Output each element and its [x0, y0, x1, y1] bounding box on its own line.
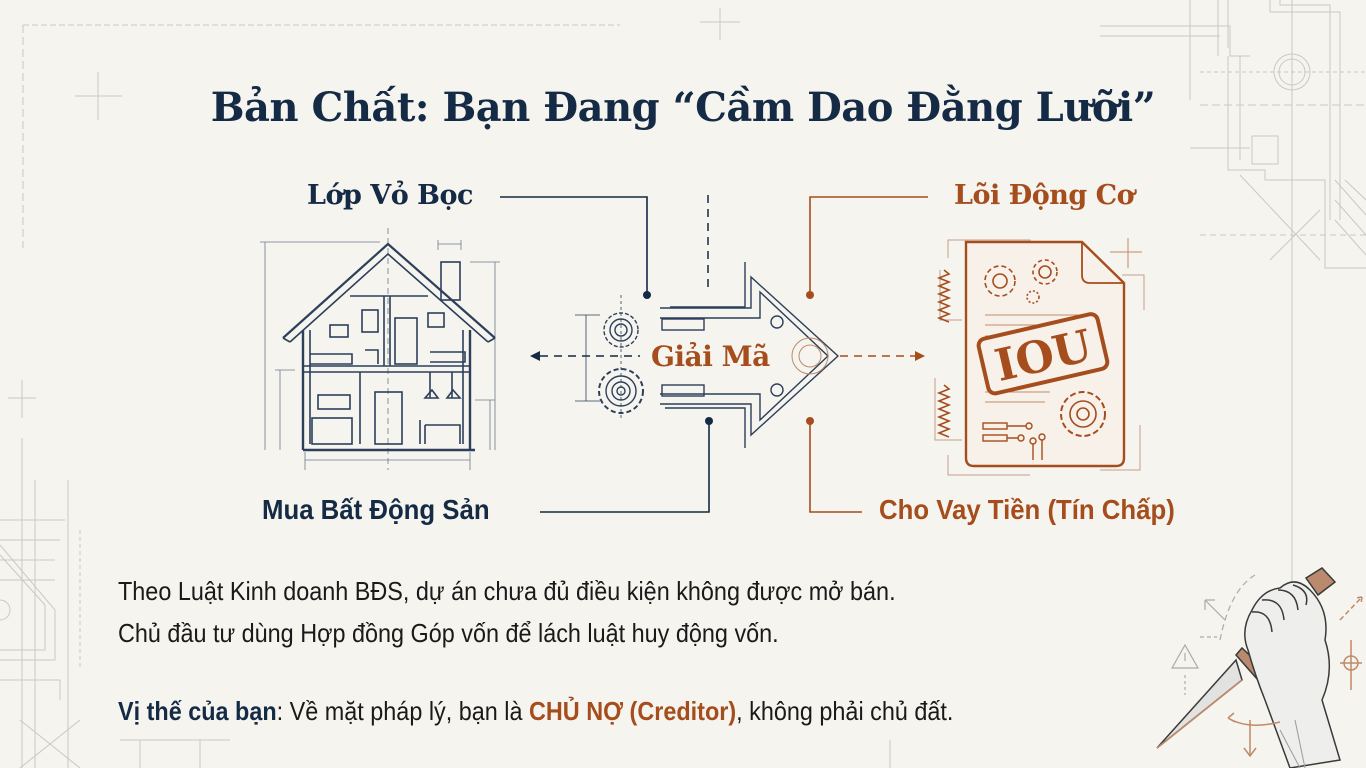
position-mid: : Về mặt pháp lý, bạn là [276, 696, 529, 726]
label-buy-real-estate: Mua Bất Động Sản [262, 494, 490, 525]
hand-holding-knife-icon [1156, 567, 1363, 768]
body-line-2: Chủ đầu tư dùng Hợp đồng Góp vốn để lách… [118, 618, 779, 648]
label-lending-money: Cho Vay Tiền (Tín Chấp) [879, 494, 1175, 525]
page-title: Bản Chất: Bạn Đang “Cầm Dao Đằng Lưỡi” [210, 84, 1156, 131]
label-engine-core: Lõi Động Cơ [954, 180, 1135, 211]
position-label: Vị thế của bạn [118, 696, 277, 726]
position-end: , không phải chủ đất. [736, 696, 954, 726]
body-line-1: Theo Luật Kinh doanh BĐS, dự án chưa đủ … [118, 576, 896, 606]
house-blueprint-icon [260, 228, 500, 470]
gears-arrow-icon [575, 262, 840, 448]
label-decode: Giải Mã [651, 340, 770, 373]
iou-document-icon: IOU [934, 238, 1145, 476]
label-outer-shell: Lớp Vỏ Bọc [307, 180, 473, 211]
creditor-highlight: CHỦ NỢ (Creditor) [528, 696, 737, 726]
position-statement: Vị thế của bạn: Về mặt pháp lý, bạn là C… [118, 696, 953, 727]
